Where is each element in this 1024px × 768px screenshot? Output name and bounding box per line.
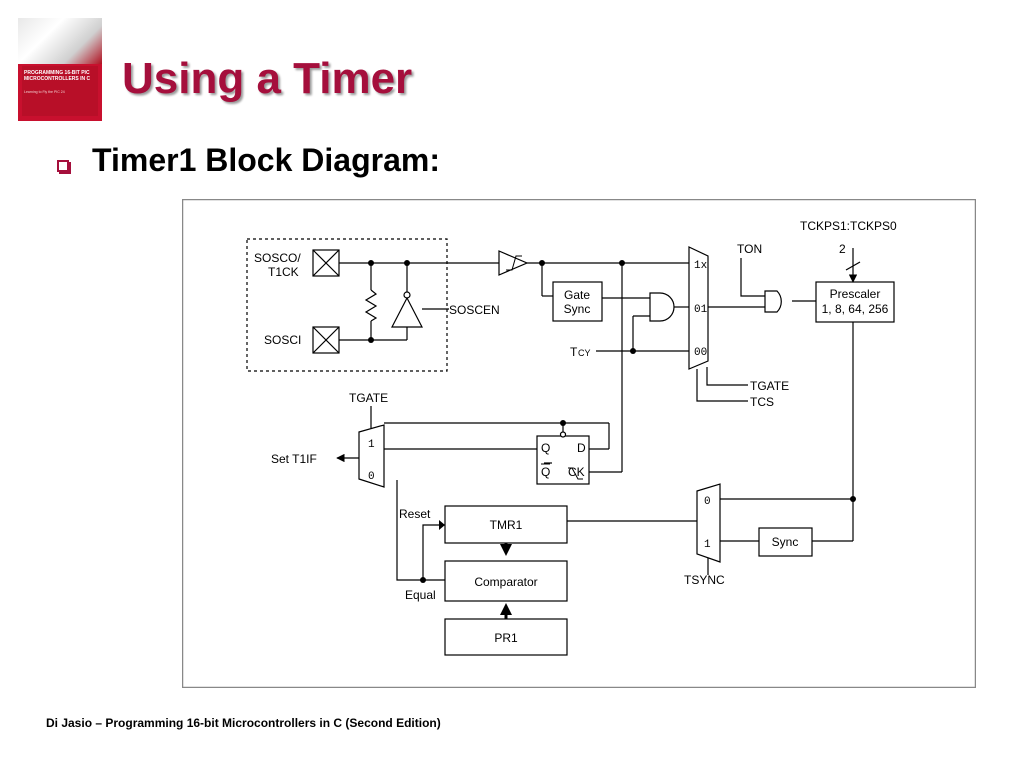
label-sync: Sync [772, 535, 799, 549]
footer-citation: Di Jasio – Programming 16-bit Microcontr… [46, 716, 441, 730]
timer1-block-diagram: SOSCO/ T1CK SOSCI SOSCEN Gate Sync T CY … [182, 199, 976, 688]
slide-title: Using a Timer [122, 54, 413, 103]
label-ff-d: D [577, 441, 586, 455]
label-sosco: SOSCO/ [254, 251, 301, 265]
label-tmr1: TMR1 [490, 518, 523, 532]
book-cover-image: PROGRAMMING 16-BIT PIC MICROCONTROLLERS … [18, 18, 102, 121]
label-pr1: PR1 [494, 631, 518, 645]
label-prescaler: Prescaler [830, 287, 881, 301]
and-gate-ton [764, 290, 782, 313]
label-mux2-1: 1 [368, 439, 375, 451]
label-tgate-top: TGATE [349, 391, 388, 405]
label-sosci: SOSCI [264, 333, 301, 347]
bullet-text: Timer1 Block Diagram: [92, 142, 440, 178]
label-gate-sync: Sync [564, 302, 591, 316]
label-mux3-1: 1 [704, 539, 711, 551]
label-tcs: TCS [750, 395, 774, 409]
label-ff-ck: CK [568, 465, 585, 479]
and-gate-tgate [649, 292, 675, 322]
sync-select-mux [696, 483, 721, 563]
bullet-box-icon [57, 160, 71, 174]
label-tckps-bits: 2 [839, 242, 846, 256]
clock-source-mux [688, 246, 709, 370]
diagram-frame [182, 199, 976, 688]
schmitt-trigger-buffer [498, 250, 529, 276]
label-mux3-0: 0 [704, 496, 711, 508]
label-tgate-right: TGATE [750, 379, 789, 393]
t1if-mux [358, 424, 385, 488]
label-prescaler-values: 1, 8, 64, 256 [822, 302, 889, 316]
label-comparator: Comparator [474, 575, 537, 589]
label-tckps: TCKPS1:TCKPS0 [800, 219, 897, 233]
label-set-t1if: Set T1IF [271, 452, 317, 466]
label-reset: Reset [399, 507, 431, 521]
cover-subtitle: Learning to Fly the PIC 24 [24, 90, 65, 94]
label-mux-01: 01 [694, 304, 708, 316]
label-mux-00: 00 [694, 347, 707, 359]
oscillator-dotted-box [246, 238, 448, 372]
feedback-resistor [364, 289, 378, 322]
cover-panel [22, 66, 98, 116]
label-mux-1x: 1x [694, 260, 708, 272]
label-ton: TON [737, 242, 762, 256]
cover-artwork [18, 18, 102, 64]
cover-title: PROGRAMMING 16-BIT PIC MICROCONTROLLERS … [24, 70, 91, 82]
comparator-block [444, 560, 568, 602]
label-tcy-cy: CY [578, 348, 591, 358]
label-soscen: SOSCEN [449, 303, 500, 317]
sync-block [758, 527, 813, 557]
gate-sync-block [552, 281, 603, 322]
label-gate: Gate [564, 288, 590, 302]
label-ff-qbar: Q [541, 465, 550, 479]
label-t1ck: T1CK [268, 265, 299, 279]
label-ff-q: Q [541, 441, 550, 455]
label-mux2-0: 0 [368, 471, 375, 483]
label-tcy-t: T [570, 345, 578, 359]
label-tsync: TSYNC [684, 573, 725, 587]
label-equal: Equal [405, 588, 436, 602]
